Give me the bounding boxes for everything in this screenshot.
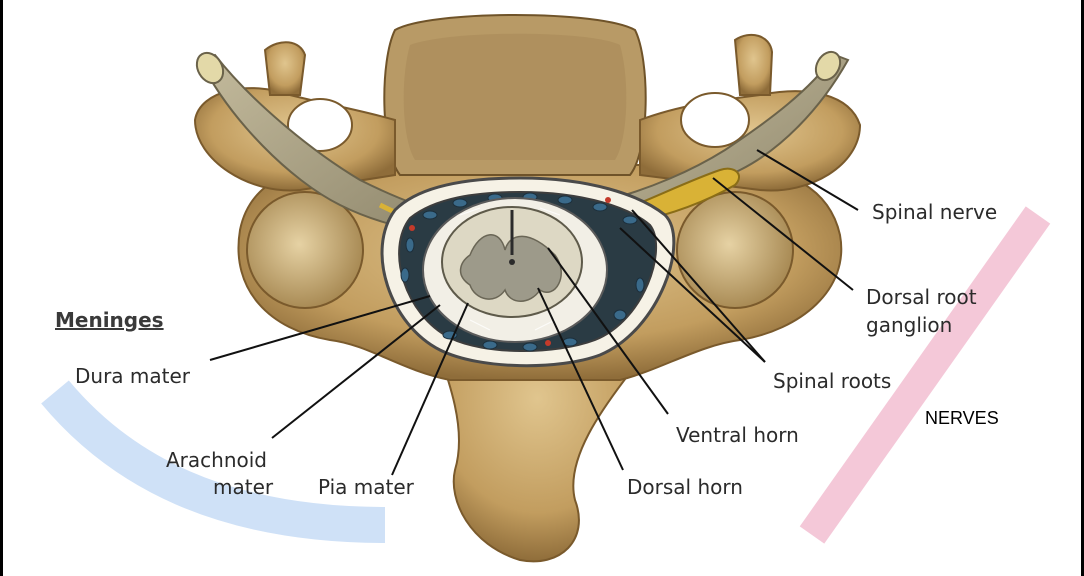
label-spinal-roots: Spinal roots: [773, 369, 892, 393]
blue-highlight-stroke: [41, 380, 386, 543]
handwritten-note-nerves: NERVES: [925, 408, 999, 428]
leader-ventral-horn: [547, 247, 669, 415]
spinal-cord: [441, 206, 583, 331]
leader-spinal-roots-a: [631, 209, 766, 363]
label-ventral-horn: Ventral horn: [676, 423, 799, 447]
leader-arachnoid-mater: [271, 304, 441, 439]
label-dorsal-horn: Dorsal horn: [627, 475, 743, 499]
leader-dura-mater: [209, 295, 431, 361]
leader-lines: [209, 149, 859, 476]
label-dorsal-root-ganglion-line1: Dorsal root: [866, 285, 977, 309]
label-dura-mater: Dura mater: [75, 364, 191, 388]
meninges-heading: Meninges: [55, 308, 164, 332]
label-spinal-nerve: Spinal nerve: [872, 200, 998, 224]
label-pia-mater: Pia mater: [318, 475, 414, 499]
label-dorsal-root-ganglion-line2: ganglion: [866, 313, 953, 337]
leader-dorsal-horn: [537, 287, 624, 471]
leader-dorsal-root-ganglion: [712, 177, 854, 291]
label-arachnoid-mater-line1: Arachnoid: [166, 448, 267, 472]
pink-highlight-stroke: [799, 206, 1051, 544]
leader-spinal-nerve: [756, 149, 859, 211]
leader-pia-mater: [391, 302, 469, 476]
label-arachnoid-mater-line2: mater: [213, 475, 274, 499]
leader-spinal-roots-b: [619, 227, 766, 363]
